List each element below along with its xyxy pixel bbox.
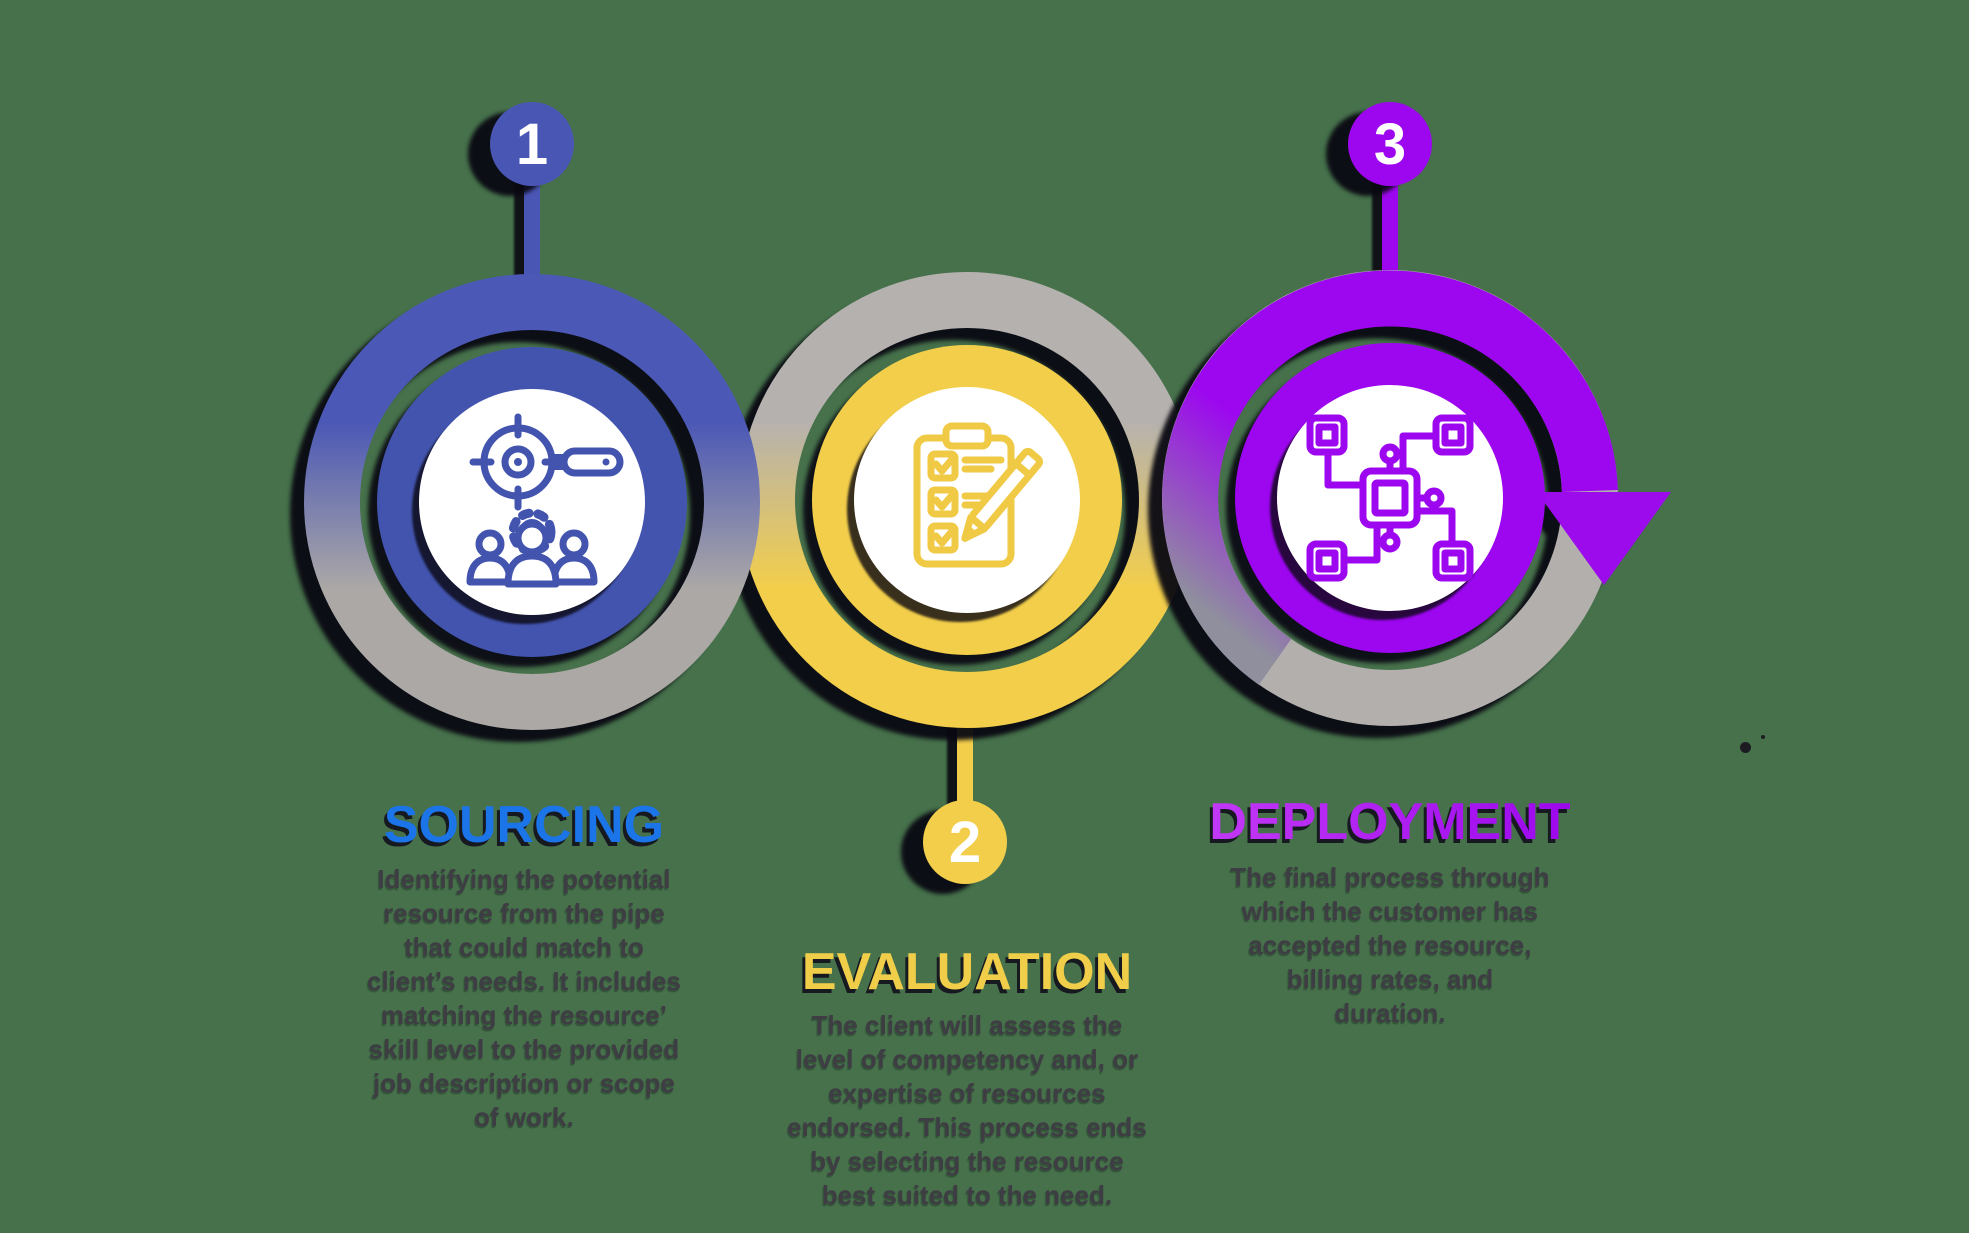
sourcing-title: SOURCING [383, 796, 665, 854]
deployment-title: DEPLOYMENT [1190, 792, 1590, 852]
badge-number-1: 1 [516, 112, 548, 177]
ring-evaluation [739, 272, 1195, 728]
network-chip-icon [1306, 414, 1474, 582]
sourcing-description: Identifying the potential resource from … [366, 864, 682, 1132]
ring-deployment [1162, 270, 1671, 726]
evaluation-description: The client will assess the level of comp… [787, 1010, 1147, 1210]
badge-stem-1 [524, 176, 540, 288]
decor-dot [1740, 742, 1751, 753]
search-target-team-icon [466, 413, 624, 588]
checklist-pencil-icon [913, 422, 1044, 568]
evaluation-title: EVALUATION [801, 943, 1133, 1001]
ring-sourcing [304, 274, 760, 730]
badge-number-2: 2 [949, 810, 981, 875]
badge-stem-2 [957, 712, 973, 806]
badge-stem-3 [1382, 176, 1398, 284]
step-badge-2: 2 [923, 800, 1007, 884]
decor-dot-small [1761, 735, 1765, 739]
ring-arrowhead [1537, 492, 1671, 585]
step-badge-1: 1 [490, 102, 574, 186]
deployment-description: The final process through which the cust… [1230, 862, 1550, 1028]
step-badge-3: 3 [1348, 102, 1432, 186]
badge-number-3: 3 [1374, 112, 1406, 177]
